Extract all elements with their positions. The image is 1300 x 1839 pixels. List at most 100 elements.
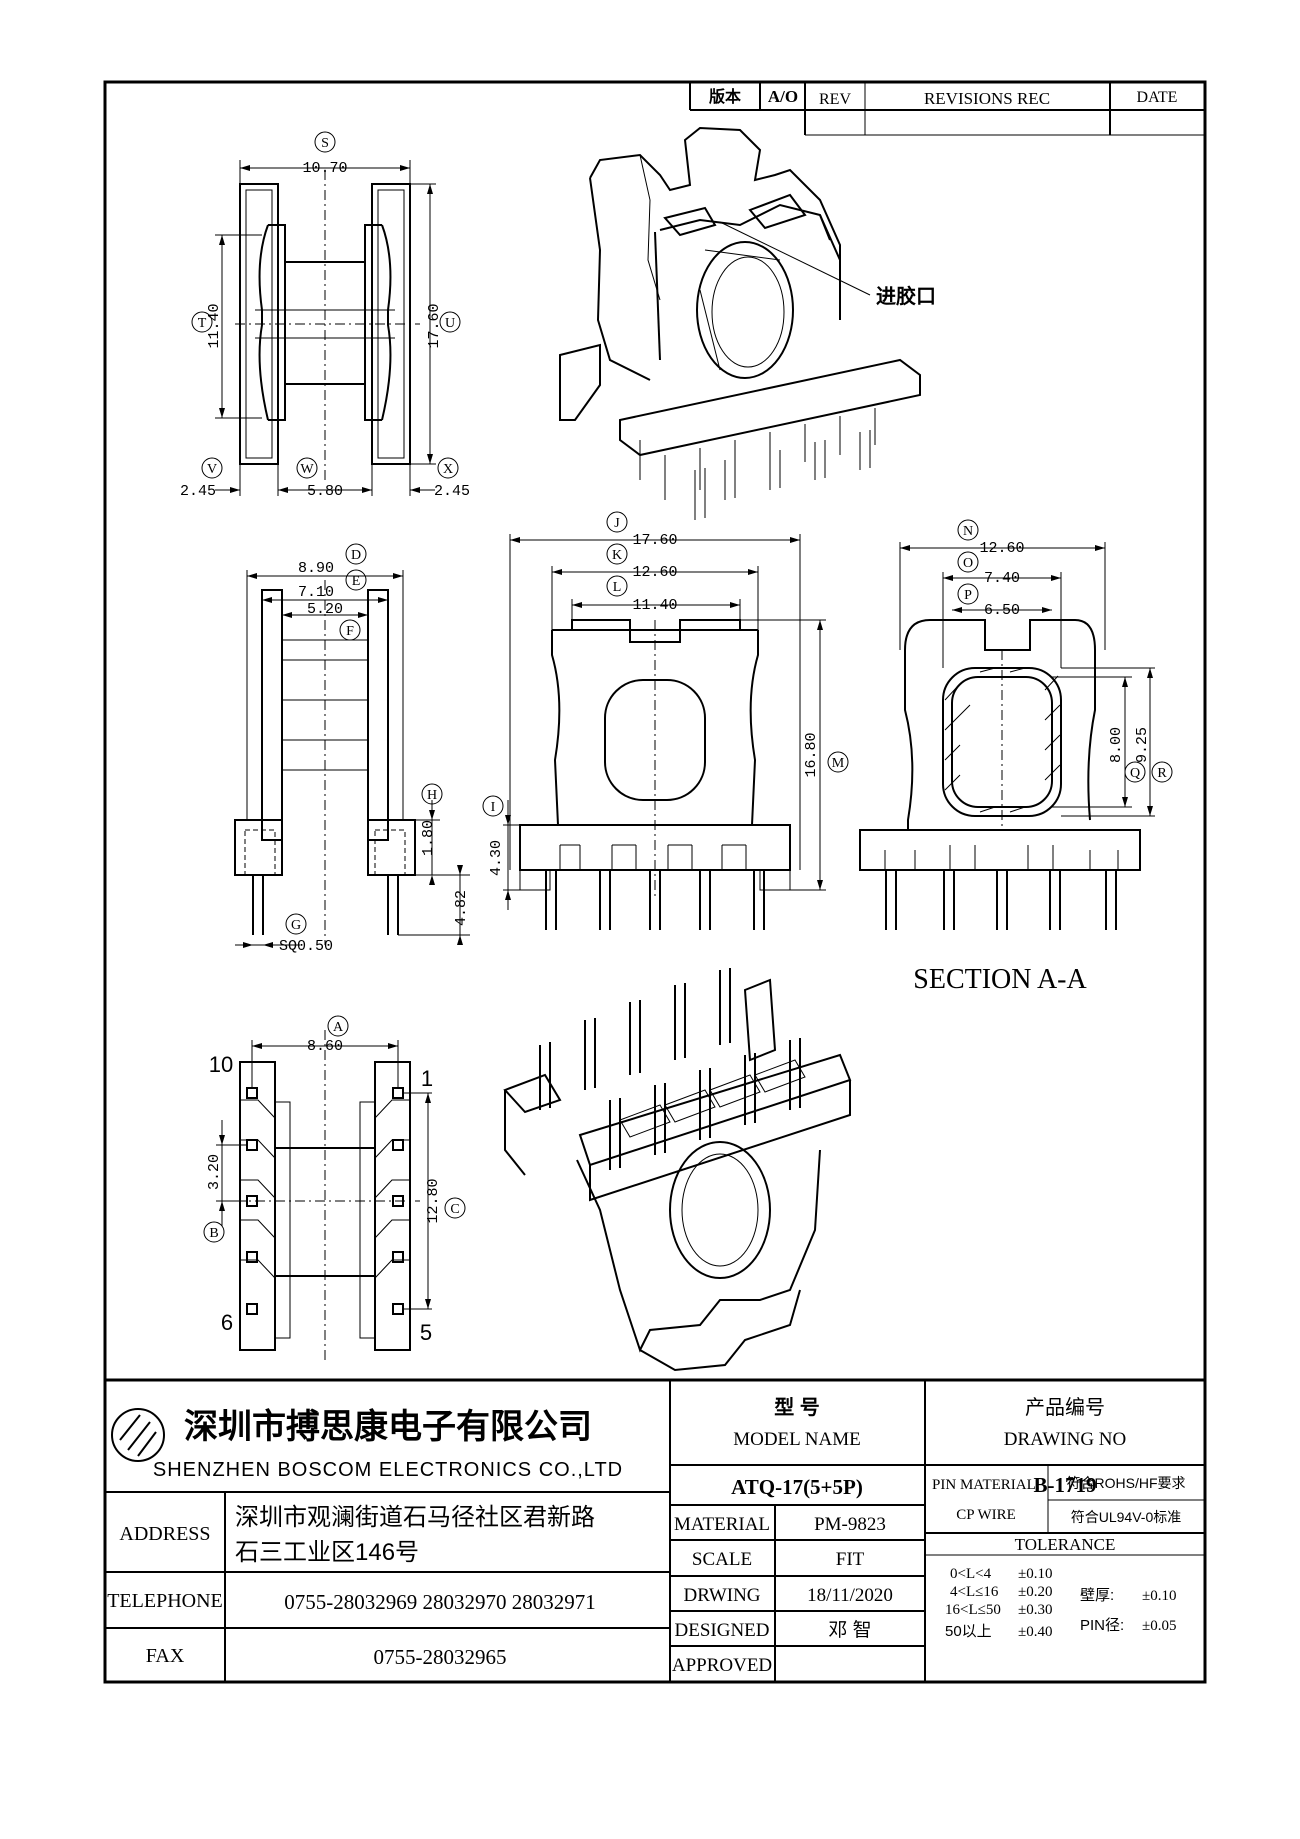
dim-c: 12.80 xyxy=(425,1178,442,1223)
model-name-en: MODEL NAME xyxy=(733,1429,861,1450)
callout-h xyxy=(421,783,443,805)
version-label: 版本 xyxy=(708,87,741,106)
pin-5-label: 5 xyxy=(420,1320,432,1345)
rev-label: REV xyxy=(819,91,851,108)
tol-range-3: 16<L≤50 xyxy=(945,1602,1001,1618)
address-line-2: 石三工业区146号 xyxy=(235,1539,419,1566)
callout-w-label: W xyxy=(300,462,314,477)
dim-k: 12.60 xyxy=(632,564,677,581)
model-value: ATQ-17(5+5P) xyxy=(731,1475,863,1499)
callout-x xyxy=(437,457,459,479)
callout-m xyxy=(827,751,849,773)
pin-1-label: 1 xyxy=(421,1066,433,1091)
pin-dia-label: PIN径: xyxy=(1080,1617,1124,1634)
model-name-cn: 型 号 xyxy=(774,1396,820,1419)
callout-s-label: S xyxy=(321,136,329,151)
company-name-cn: 深圳市搏思康电子有限公司 xyxy=(184,1407,592,1446)
company-name-en: SHENZHEN BOSCOM ELECTRONICS CO.,LTD xyxy=(153,1459,623,1481)
callout-f-label: F xyxy=(346,624,354,639)
material-label: MATERIAL xyxy=(674,1514,770,1535)
callout-u xyxy=(439,311,461,333)
callout-h-label: H xyxy=(427,788,437,803)
callout-p xyxy=(957,583,979,605)
dim-t: 11.40 xyxy=(206,303,223,348)
callout-a-label: A xyxy=(333,1020,344,1035)
callout-w xyxy=(296,457,318,479)
callout-l-label: L xyxy=(613,580,622,595)
dim-f: 5.20 xyxy=(307,601,343,618)
designed-label: DESIGNED xyxy=(675,1620,770,1641)
callout-r-label: R xyxy=(1157,766,1167,781)
drawing-value: B-1719 xyxy=(1034,1473,1097,1497)
dim-r: 9.25 xyxy=(1134,727,1151,763)
callout-p-label: P xyxy=(964,588,972,603)
company-logo xyxy=(111,1408,165,1462)
telephone-label: TELEPHONE xyxy=(107,1590,223,1612)
callout-v-label: V xyxy=(207,462,217,477)
pin-dia-tol: ±0.05 xyxy=(1142,1618,1176,1634)
designed-value: 邓 智 xyxy=(828,1619,871,1641)
title-block: 深圳市搏思康电子有限公司 SHENZHEN BOSCOM ELECTRONICS… xyxy=(105,1378,1205,1682)
callout-x-label: X xyxy=(443,462,453,477)
approved-label: APPROVED xyxy=(672,1655,772,1676)
ul-text: 符合UL94V-0标准 xyxy=(1071,1509,1181,1525)
callout-m-label: M xyxy=(832,756,845,771)
dim-h: 1.80 xyxy=(420,820,437,856)
tol-value-1: ±0.10 xyxy=(1018,1566,1052,1582)
callout-n xyxy=(957,519,979,541)
bottom-view: 8.60 A 3.20 B 12.80 C 10 1 6 5 xyxy=(203,1015,466,1360)
dim-p: 6.50 xyxy=(984,602,1020,619)
callout-d-label: D xyxy=(351,548,361,563)
section-view: 12.60 N 7.40 O 6.50 P 8.00 Q 9.25 xyxy=(859,519,1173,995)
wall-label: 壁厚: xyxy=(1080,1587,1114,1604)
callout-o-label: O xyxy=(963,556,973,571)
callout-o xyxy=(957,551,979,573)
dim-b: 3.20 xyxy=(206,1154,223,1190)
dim-w: 5.80 xyxy=(307,483,343,500)
side-view: 8.90 D 7.10 E 5.20 F 1.80 H 4.82 S xyxy=(234,543,470,955)
callout-v xyxy=(201,457,223,479)
callout-k xyxy=(606,543,628,565)
callout-r xyxy=(1151,761,1173,783)
callout-s xyxy=(314,131,336,153)
fax-value: 0755-28032965 xyxy=(374,1645,507,1669)
callout-k-label: K xyxy=(612,548,622,563)
dim-a: 8.60 xyxy=(307,1038,343,1055)
callout-q-label: Q xyxy=(1130,766,1140,781)
front-view: 17.60 J 12.60 K 11.40 L 16.80 M xyxy=(482,511,849,930)
callout-e-label: E xyxy=(352,574,361,589)
section-title: SECTION A-A xyxy=(913,964,1087,995)
callout-t xyxy=(191,311,213,333)
pin-material-value: CP WIRE xyxy=(956,1507,1016,1523)
callout-c xyxy=(444,1197,466,1219)
dim-n: 12.60 xyxy=(979,540,1024,557)
dim-q: 8.00 xyxy=(1108,727,1125,763)
tol-range-4: 50以上 xyxy=(945,1623,992,1640)
callout-b-label: B xyxy=(209,1226,218,1241)
dim-h2: 4.82 xyxy=(453,890,470,926)
callout-f xyxy=(339,619,361,641)
tolerance-label: TOLERANCE xyxy=(1015,1535,1116,1554)
scale-value: FIT xyxy=(836,1549,865,1570)
isometric-view-top: 进胶口 xyxy=(559,126,936,520)
revision-block: 版本 A/O REV REVISIONS REC DATE xyxy=(689,82,1205,136)
dim-j: 17.60 xyxy=(632,532,677,549)
drawing-no-en: DRAWING NO xyxy=(1004,1429,1127,1450)
address-label: ADDRESS xyxy=(119,1523,210,1545)
callout-c-label: C xyxy=(450,1202,459,1217)
dim-l: 11.40 xyxy=(632,597,677,614)
pin-10-label: 10 xyxy=(209,1052,233,1077)
tol-value-3: ±0.30 xyxy=(1018,1602,1052,1618)
callout-j xyxy=(606,511,628,533)
drwing-label: DRWING xyxy=(683,1585,760,1606)
date-label: DATE xyxy=(1137,89,1178,106)
callout-e xyxy=(345,569,367,591)
gate-label: 进胶口 xyxy=(876,284,936,308)
telephone-value: 0755-28032969 28032970 28032971 xyxy=(284,1590,596,1614)
address-line-1: 深圳市观澜街道石马径社区君新路 xyxy=(235,1504,595,1531)
callout-l xyxy=(606,575,628,597)
callout-b xyxy=(203,1221,225,1243)
tol-range-2: 4<L≤16 xyxy=(950,1584,999,1600)
tol-range-1: 0<L<4 xyxy=(950,1566,992,1582)
